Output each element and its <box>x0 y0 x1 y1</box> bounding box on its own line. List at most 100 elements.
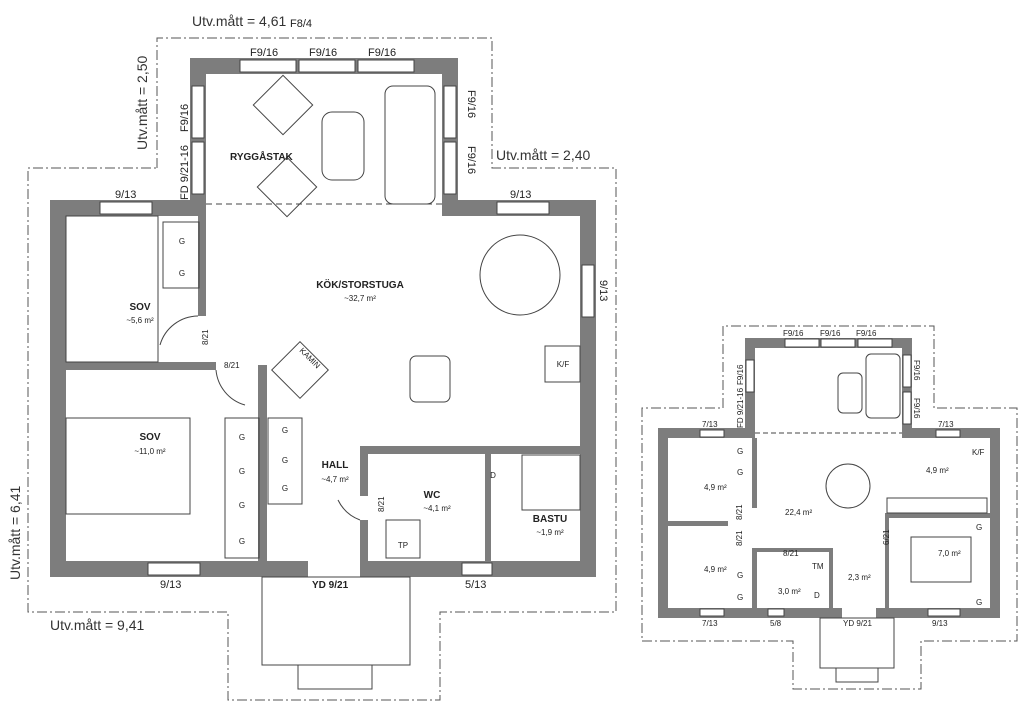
room-label-bedroom-large: SOV <box>139 432 160 443</box>
entry-step-small <box>835 667 879 683</box>
area-label: 4,9 m² <box>704 565 727 574</box>
wardrobe-label: G <box>282 456 288 465</box>
wardrobe-label: G <box>239 433 245 442</box>
interior-wall <box>752 438 757 508</box>
washer-label: TM <box>812 562 824 571</box>
door-label: 8/21 <box>377 496 386 512</box>
window-label: F9/16 <box>309 47 337 59</box>
room-label-bedroom-small: SOV <box>129 302 150 313</box>
small-floor-plan: F9/16 F9/16 F9/16 F9/16 FD 9/21-16 F9/16… <box>641 325 1018 690</box>
area-label: 4,9 m² <box>926 466 949 475</box>
coffee-table <box>321 111 365 181</box>
interior-wall <box>752 548 757 608</box>
armchair <box>256 156 318 218</box>
porch-door-label: FD 9/21-16 <box>179 145 191 200</box>
window-label: F9/16 <box>465 90 477 118</box>
interior-wall <box>885 513 889 608</box>
interior-wall <box>885 513 990 518</box>
room-label-wc: WC <box>424 490 441 501</box>
wardrobe-group <box>162 221 303 559</box>
window-label: 7/13 <box>702 619 718 628</box>
area-label: 7,0 m² <box>938 549 961 558</box>
sofa-small <box>865 353 901 419</box>
window-label: F9/16 <box>736 364 745 385</box>
stove-box <box>271 341 329 399</box>
house-depth-dimension: Utv.mått = 6,41 <box>7 486 23 580</box>
door-label: 8/21 <box>783 549 799 558</box>
wardrobe-label: G <box>179 269 185 278</box>
roof-outline <box>27 37 617 701</box>
double-bed <box>65 417 191 515</box>
wardrobe-label: G <box>239 537 245 546</box>
door-label: 8/21 <box>735 504 744 520</box>
interior-wall <box>668 521 728 526</box>
entry-door-label: YD 9/21 <box>312 580 349 591</box>
window-label: F9/16 <box>250 47 278 59</box>
wardrobe-label: G <box>976 523 982 532</box>
roof-outline-small <box>641 325 1018 690</box>
interior-wall <box>66 362 216 370</box>
house-width-dimension: Utv.mått = 9,41 <box>50 617 144 633</box>
wardrobe-label: G <box>239 501 245 510</box>
porch-depth-dimension: Utv.mått = 2,50 <box>134 56 150 150</box>
wardrobe-label: G <box>179 237 185 246</box>
window-label: F9/16 <box>465 146 477 174</box>
wardrobe-label: G <box>282 484 288 493</box>
dryer-box <box>385 519 421 559</box>
window-label: 9/13 <box>932 619 948 628</box>
dining-table <box>479 234 561 316</box>
interior-wall <box>360 520 368 561</box>
interior-wall <box>360 446 368 496</box>
room-area-wc: ~4,1 m² <box>423 504 451 513</box>
roof-window-label: F8/4 <box>290 18 312 30</box>
window-label: 5/13 <box>465 579 486 591</box>
wardrobe-label: G <box>282 426 288 435</box>
window-label: F9/16 <box>820 329 841 338</box>
window-label: F9/16 <box>783 329 804 338</box>
sofa <box>384 85 436 205</box>
door-label: 8/21 <box>224 361 240 370</box>
window-label: 9/13 <box>160 579 181 591</box>
window-label: F9/16 <box>368 47 396 59</box>
interior-wall <box>258 365 267 561</box>
window-label: 9/13 <box>115 189 136 201</box>
window-label: 5/8 <box>770 619 782 628</box>
room-area-sauna: ~1,9 m² <box>536 528 564 537</box>
window-label: 9/13 <box>510 189 531 201</box>
area-label: 22,4 m² <box>785 508 812 517</box>
room-area-bedroom-large: ~11,0 m² <box>134 447 166 456</box>
door-swing <box>159 315 199 346</box>
door-swing <box>337 499 361 521</box>
window-label: F9/16 <box>179 104 191 132</box>
room-area-kitchen: ~32,7 m² <box>344 294 376 303</box>
window-label: 7/13 <box>702 420 718 429</box>
dining-table-small <box>825 463 871 509</box>
room-label-porch: RYGGÅSTAK <box>230 150 294 163</box>
window-label: F9/16 <box>912 398 921 419</box>
window-label: 7/13 <box>938 420 954 429</box>
interior-wall <box>198 216 206 316</box>
door-label: 6/21 <box>882 529 891 545</box>
interior-wall <box>485 454 491 561</box>
wardrobe-label: G <box>737 468 743 477</box>
armchair <box>252 74 314 136</box>
porch-width-dimension: Utv.mått = 4,61 <box>192 13 286 29</box>
interior-wall <box>757 548 833 552</box>
bed-small <box>910 536 972 583</box>
window-label: F9/16 <box>912 360 921 381</box>
dryer-label: TP <box>398 541 408 550</box>
porch-door-label: FD 9/21-16 <box>736 387 745 428</box>
door-label: 8/21 <box>201 329 210 345</box>
door-label: 8/21 <box>735 530 744 546</box>
entry-door-label: YD 9/21 <box>843 619 872 628</box>
fridge-label: K/F <box>972 448 985 457</box>
kitchen-island <box>409 355 451 403</box>
bed <box>65 215 159 363</box>
area-label: 4,9 m² <box>704 483 727 492</box>
entry-step <box>297 664 373 690</box>
sauna-bench <box>521 454 581 511</box>
coffee-table-small <box>837 372 863 414</box>
wardrobe-label: G <box>737 571 743 580</box>
fridge-label: K/F <box>557 360 570 369</box>
